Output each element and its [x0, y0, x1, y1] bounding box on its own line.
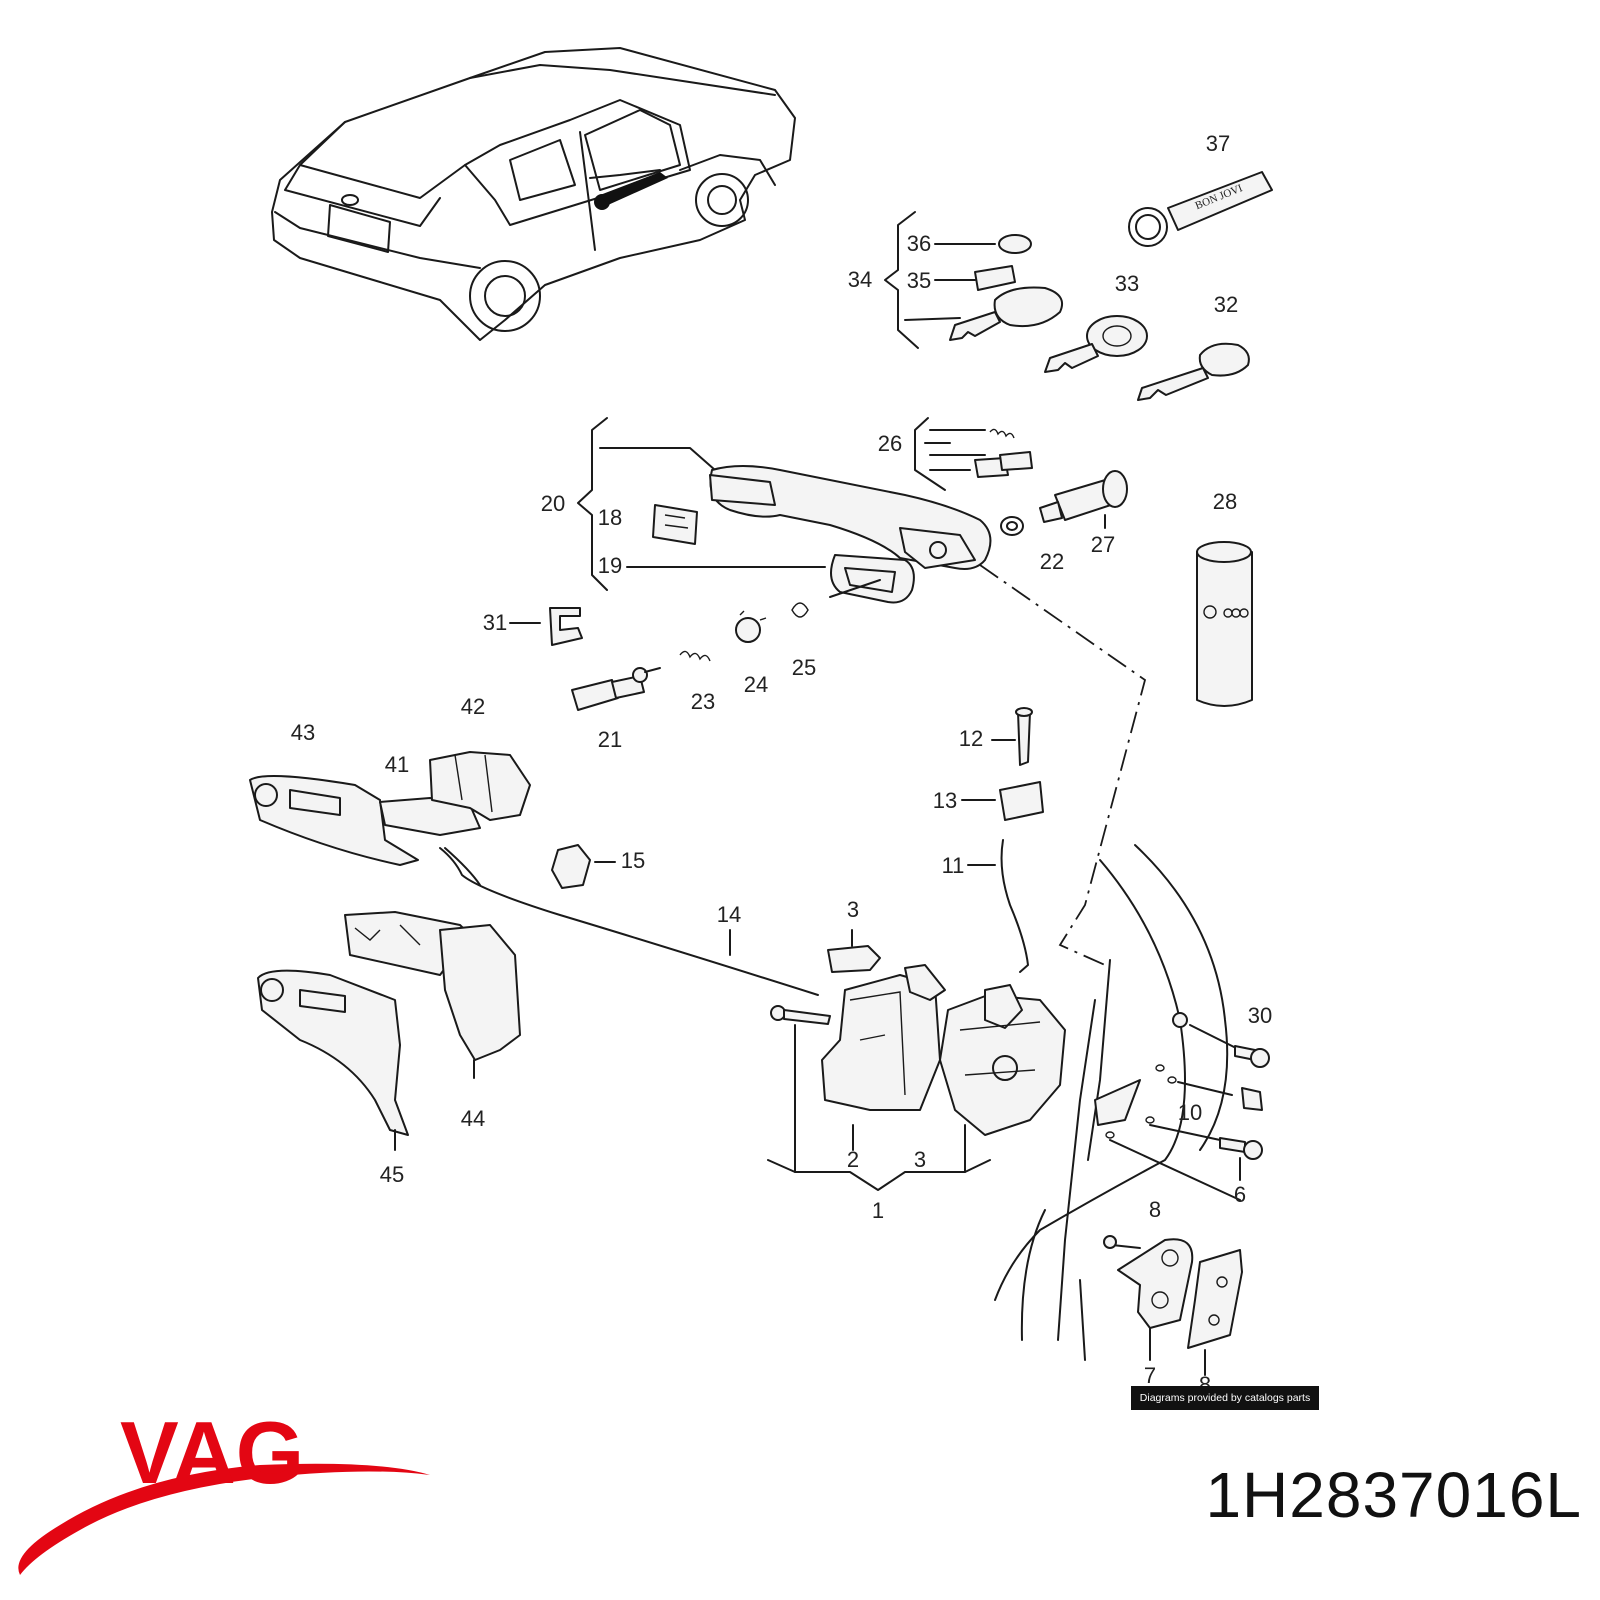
label-20: 20	[541, 491, 565, 516]
label-27: 27	[1091, 532, 1115, 557]
label-33: 33	[1115, 271, 1139, 296]
label-28: 28	[1213, 489, 1237, 514]
label-18: 18	[598, 505, 622, 530]
label-19: 19	[598, 553, 622, 578]
label-30: 30	[1248, 1003, 1272, 1028]
part-number: 1H2837016L	[1205, 1459, 1582, 1531]
label-37: 37	[1206, 131, 1230, 156]
label-36: 36	[907, 231, 931, 256]
callout-labels: 1 2 3 3 6 7 8 8 10 11 12 13 14 15 18 19 …	[291, 131, 1272, 1397]
lock-cylinder-parts	[509, 602, 809, 711]
label-21: 21	[598, 727, 622, 752]
label-8-upper: 8	[1149, 1197, 1161, 1222]
inner-handle-group	[249, 751, 819, 1151]
label-1: 1	[872, 1198, 884, 1223]
label-22: 22	[1040, 549, 1064, 574]
door-frame-and-striker	[994, 844, 1270, 1376]
label-15: 15	[621, 848, 645, 873]
brand-name: VAG	[120, 1405, 304, 1502]
label-41: 41	[385, 752, 409, 777]
lock-mechanism	[729, 929, 1066, 1191]
label-34: 34	[848, 267, 872, 292]
label-31: 31	[483, 610, 507, 635]
key-set-group: BON JOVI	[884, 171, 1273, 401]
label-6: 6	[1234, 1182, 1246, 1207]
car-illustration	[271, 47, 796, 341]
label-3-upper: 3	[847, 897, 859, 922]
label-45: 45	[380, 1162, 404, 1187]
label-3-lower: 3	[914, 1147, 926, 1172]
lock-button-parts	[961, 707, 1044, 973]
label-23: 23	[691, 689, 715, 714]
label-7: 7	[1144, 1363, 1156, 1388]
label-24: 24	[744, 672, 768, 697]
label-14: 14	[717, 902, 741, 927]
outer-handle-group	[577, 417, 1128, 604]
label-42: 42	[461, 694, 485, 719]
vag-logo: VAG	[18, 1405, 430, 1575]
label-44: 44	[461, 1106, 485, 1131]
label-25: 25	[792, 655, 816, 680]
label-10: 10	[1178, 1100, 1202, 1125]
label-2: 2	[847, 1147, 859, 1172]
label-26: 26	[878, 431, 902, 456]
label-12: 12	[959, 726, 983, 751]
linkage-dash-line	[979, 564, 1147, 966]
label-32: 32	[1214, 292, 1238, 317]
spray-can	[1196, 541, 1253, 707]
label-43: 43	[291, 720, 315, 745]
label-35: 35	[907, 268, 931, 293]
label-11: 11	[942, 853, 965, 878]
label-13: 13	[933, 788, 957, 813]
diagram-credit: Diagrams provided by catalogs parts	[1131, 1386, 1319, 1410]
